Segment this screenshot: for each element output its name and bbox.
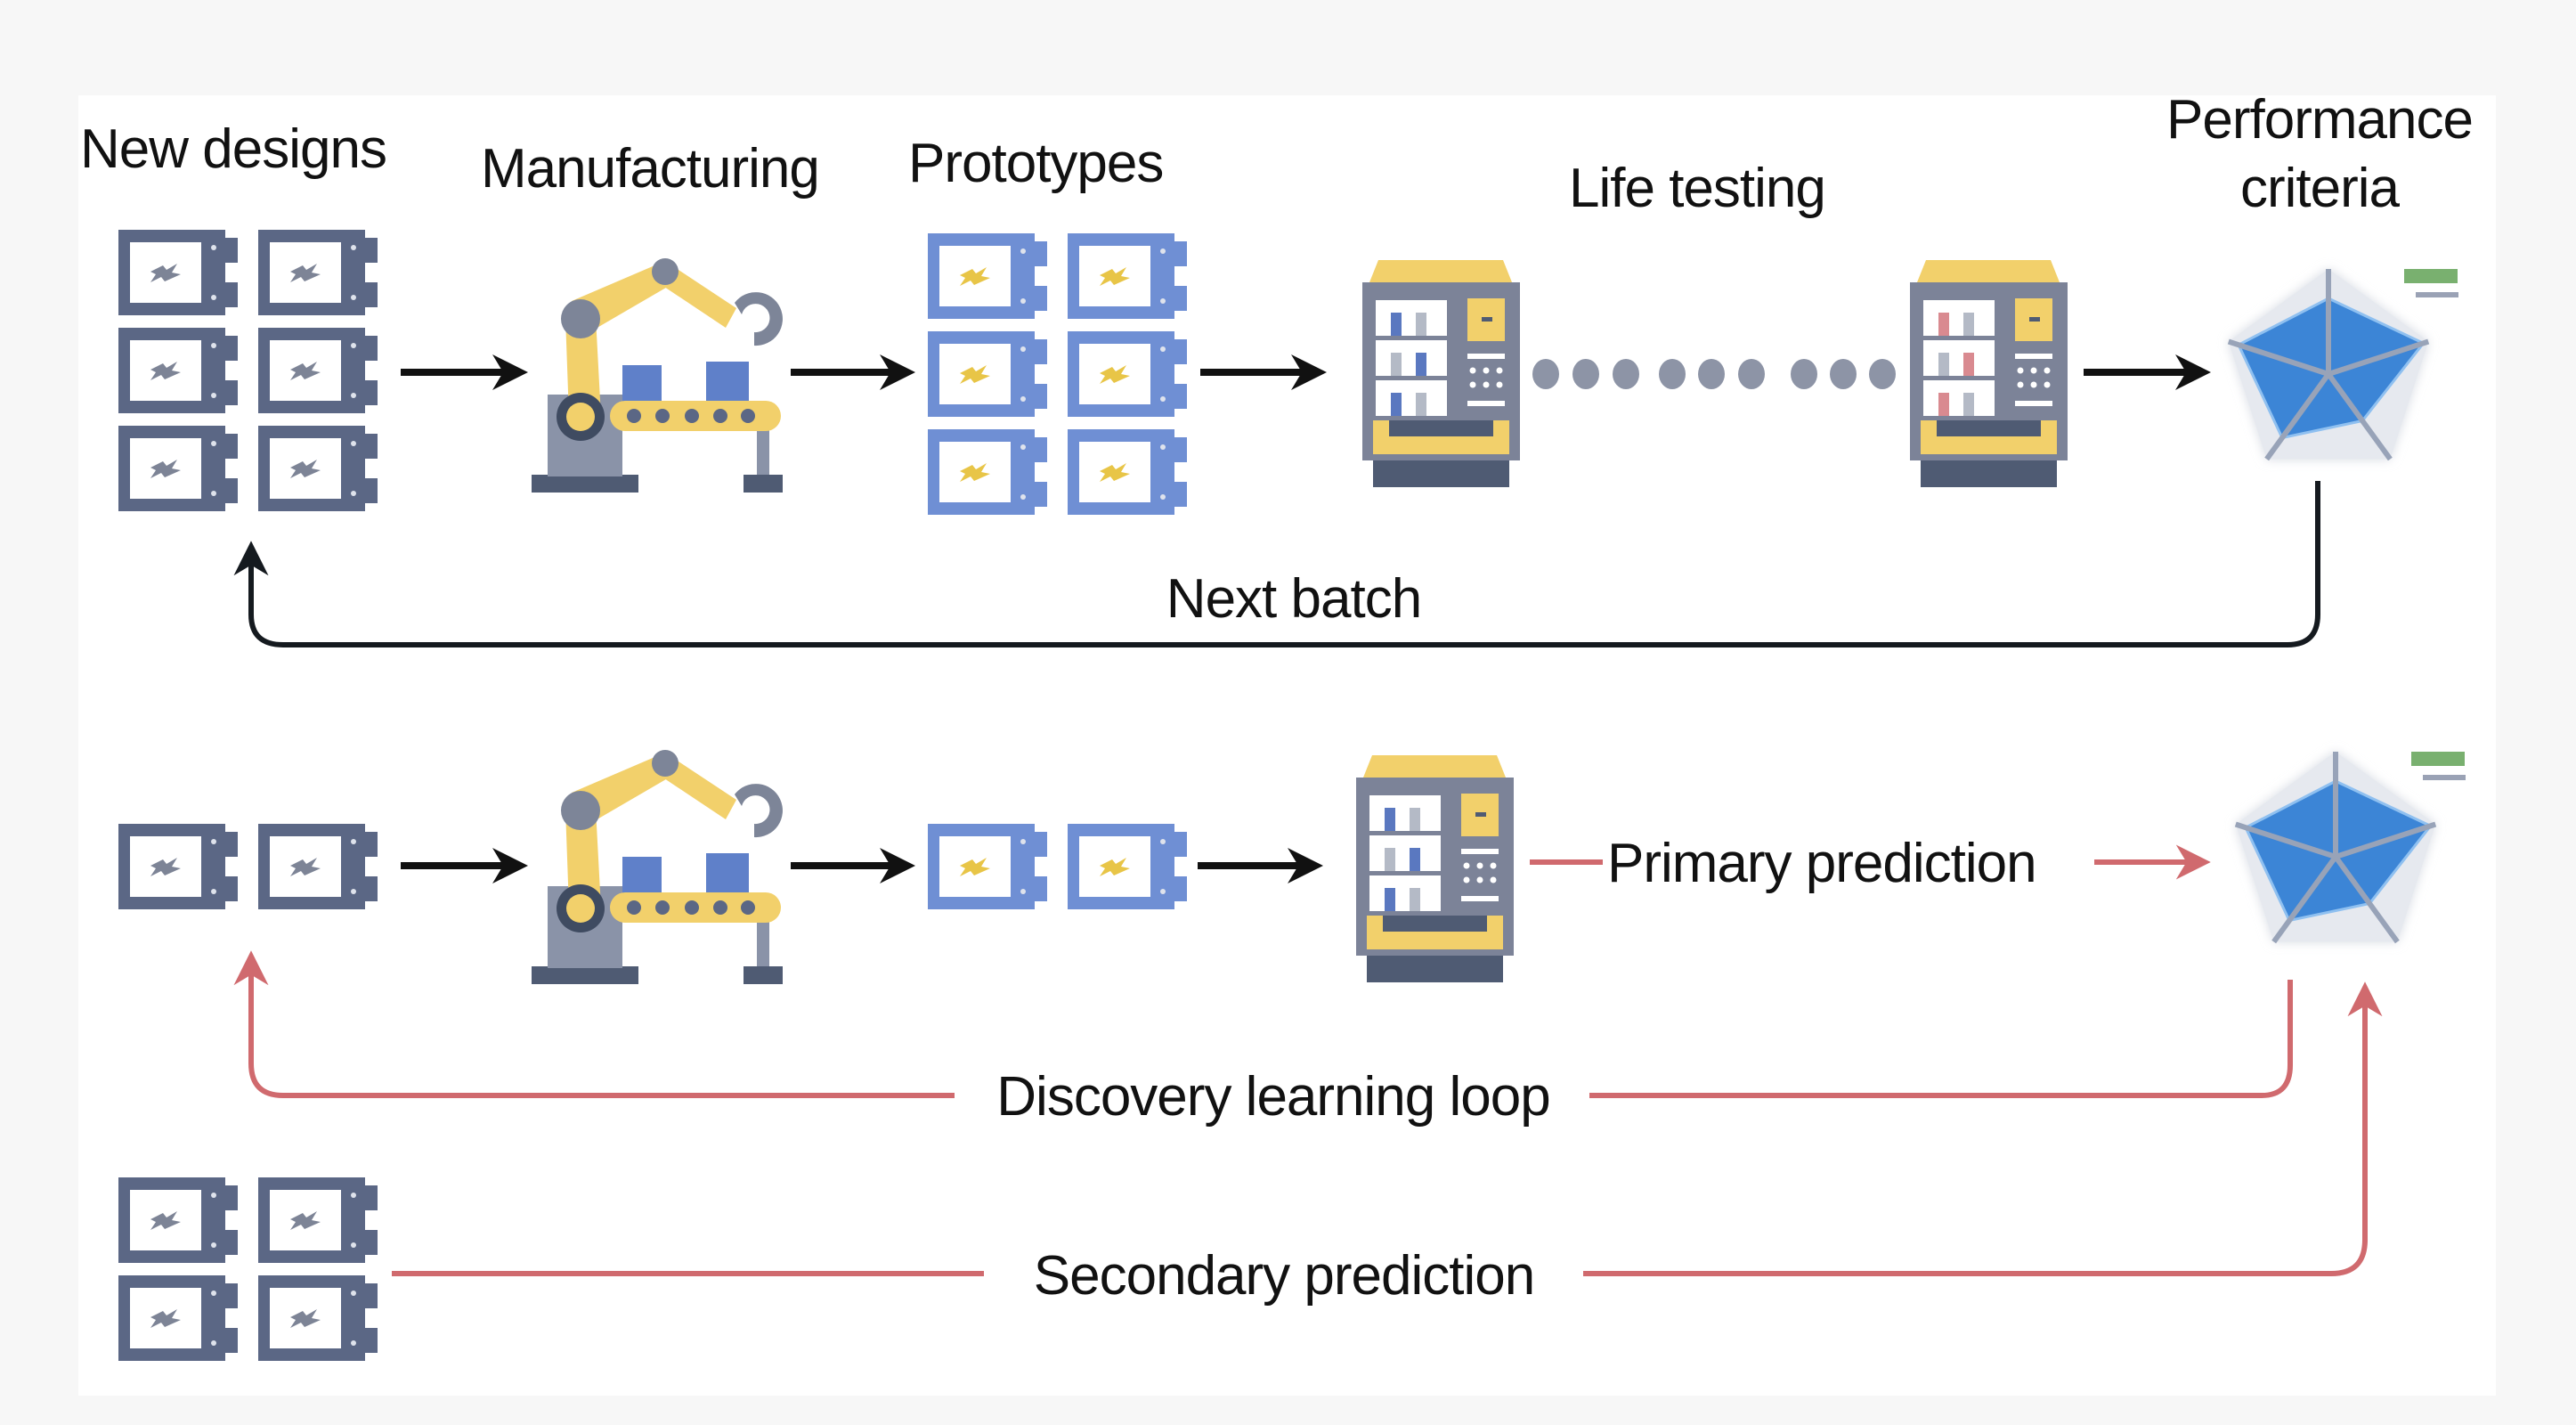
battery-icon [258,1177,378,1263]
label-next-batch: Next batch [1166,568,1421,630]
bolt-icon [960,463,990,482]
secondary-prediction-arrow [1583,981,2383,1276]
dot [1738,359,1765,389]
label-discovery-learning-loop: Discovery learning loop [996,1066,1549,1128]
radar-chart-icon [2227,269,2458,461]
bolt-icon [150,858,181,876]
battery-icon [118,1177,238,1263]
battery-icon [928,429,1047,515]
battery-grid-icon [118,824,378,909]
battery-grid-icon [928,233,1187,515]
label-primary-prediction: Primary prediction [1607,833,2036,894]
dot [1869,359,1896,389]
bolt-icon [960,858,990,876]
robot-arm-icon [532,258,783,493]
radar-axis [2271,855,2338,944]
radar-axis [2264,372,2331,461]
bolt-icon [1100,858,1130,876]
battery-icon [928,824,1047,909]
radar-axis [2227,338,2329,377]
label-prototypes: Prototypes [908,133,1163,194]
label-performance-line1: Performance [2166,89,2473,151]
bolt-icon [1100,365,1130,384]
battery-icon [118,328,238,413]
discovery-loop-arrow-left [233,950,955,1098]
battery-icon [258,230,378,315]
legend-swatch [2423,775,2466,780]
battery-icon [1068,429,1187,515]
next-batch-loop-arrow [233,481,2320,647]
bolt-icon [150,1211,181,1230]
bolt-icon [1100,463,1130,482]
battery-icon [118,1275,238,1361]
bolt-icon [290,362,321,380]
robot-arm-icon [532,750,783,984]
cycler-machine-icon [1910,260,2068,487]
battery-icon [258,1275,378,1361]
label-performance-line2: criteria [2240,158,2401,219]
cycler-machine-icon [1356,755,1514,982]
bolt-icon [290,1211,321,1230]
battery-icon [118,824,238,909]
battery-icon [118,426,238,511]
bolt-icon [290,264,321,282]
label-new-designs: New designs [80,118,386,180]
battery-icon [1068,233,1187,319]
dot [1532,359,1559,389]
dot [1791,359,1817,389]
dot [1572,359,1599,389]
discovery-loop-arrow-right [1589,980,2293,1098]
bolt-icon [150,1309,181,1328]
battery-icon [258,328,378,413]
battery-icon [1068,824,1187,909]
battery-grid-icon [118,230,378,511]
battery-grid-icon [118,1177,378,1361]
bolt-icon [150,264,181,282]
radar-axis [2333,855,2400,944]
bolt-icon [960,365,990,384]
radar-axis [2335,821,2437,859]
dot [1659,359,1686,389]
legend-swatch [2416,292,2458,297]
battery-grid-icon [928,824,1187,909]
radar-axis [2234,821,2336,859]
dot [1613,359,1639,389]
dot [1830,359,1857,389]
diagram-panel [78,95,2496,1396]
label-manufacturing: Manufacturing [481,138,819,200]
radar-axis [2328,338,2430,377]
bolt-icon [1100,267,1130,286]
legend-swatch [2411,752,2465,766]
bolt-icon [960,267,990,286]
battery-icon [118,230,238,315]
radar-axis [2326,372,2393,461]
battery-icon [928,233,1047,319]
battery-icon [928,331,1047,417]
dot [1698,359,1725,389]
bolt-icon [150,362,181,380]
bolt-icon [290,460,321,478]
progress-dots [1532,359,1896,389]
label-life-testing: Life testing [1569,158,1825,219]
legend-swatch [2404,269,2458,283]
label-secondary-prediction: Secondary prediction [1034,1245,1534,1307]
cycler-machine-icon [1362,260,1520,487]
bolt-icon [290,1309,321,1328]
bolt-icon [150,460,181,478]
bolt-icon [290,858,321,876]
radar-chart-icon [2234,752,2466,944]
battery-icon [1068,331,1187,417]
battery-icon [258,824,378,909]
battery-icon [258,426,378,511]
